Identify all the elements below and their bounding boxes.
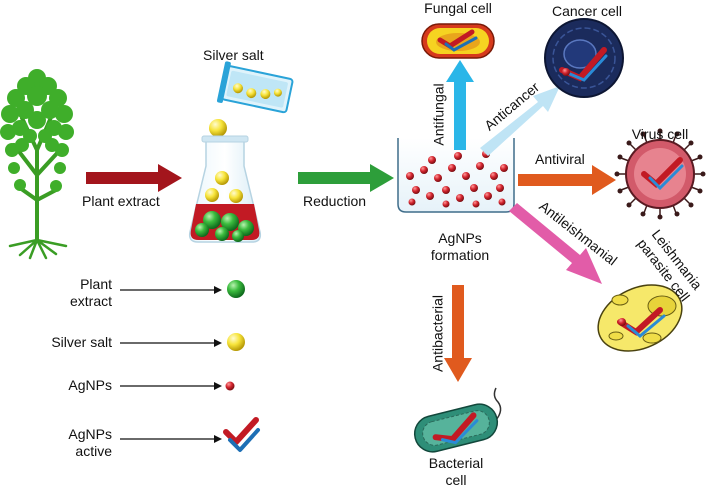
fungal-cell-label: Fungal cell	[424, 0, 492, 16]
legend-line: Silver salt	[51, 334, 112, 350]
cancer-cell-icon	[544, 18, 624, 98]
antibacterial-label: Antibacterial	[429, 294, 446, 373]
agnps-formation-label: AgNPs formation	[410, 230, 510, 264]
anticancer-arrow	[480, 86, 560, 156]
legend-line: AgNPs	[68, 426, 112, 442]
green-sphere-icon	[227, 280, 245, 298]
antiviral-arrow	[518, 165, 616, 195]
leishmania-cell-icon	[597, 284, 683, 352]
bacterial-cell-icon	[413, 387, 502, 453]
bacterial-cell-line1: Bacterial	[428, 455, 484, 471]
virus-cell-icon	[614, 128, 706, 220]
legend-label-silver-salt: Silver salt	[20, 334, 112, 351]
antileishmanial-arrow	[509, 203, 602, 284]
legend-line: AgNPs	[68, 377, 112, 393]
tree-icon	[0, 69, 74, 260]
check-mark-icon	[223, 417, 260, 452]
yellow-sphere-icon	[227, 333, 245, 351]
nanoparticle-cluster	[406, 150, 508, 208]
antiviral-label: Antiviral	[535, 151, 585, 167]
legend-arrow	[120, 435, 222, 443]
legend-arrow	[120, 339, 222, 347]
antifungal-arrow	[446, 60, 474, 150]
legend-line: extract	[69, 293, 112, 309]
legend-line: Plant	[80, 276, 112, 292]
agnps-formation-line1: AgNPs	[438, 230, 482, 246]
legend-arrow	[120, 286, 222, 294]
legend-label-plant-extract: Plant extract	[30, 276, 112, 310]
bacterial-cell-label: Bacterial cell	[406, 455, 506, 488]
fungal-cell-icon	[421, 23, 495, 59]
virus-cell-label: Virus cell	[631, 126, 689, 142]
red-dot-icon	[225, 381, 235, 391]
silver-salt-dish-icon	[217, 61, 294, 114]
flask-icon	[188, 119, 262, 243]
plant-extract-arrow	[86, 164, 182, 192]
cancer-cell-label: Cancer cell	[551, 3, 623, 19]
antibacterial-arrow	[444, 285, 472, 382]
legend-arrow	[120, 382, 222, 390]
bacterial-cell-line2: cell	[445, 472, 467, 488]
legend-line: active	[75, 443, 112, 459]
silver-salt-label: Silver salt	[203, 47, 264, 63]
agnps-formation-line2: formation	[430, 247, 490, 263]
antifungal-label: Antifungal	[430, 83, 447, 146]
plant-extract-arrow-label: Plant extract	[82, 193, 160, 209]
legend	[120, 280, 260, 452]
reduction-label: Reduction	[303, 193, 367, 209]
legend-label-agnps-active: AgNPs active	[20, 426, 112, 460]
legend-label-agnps: AgNPs	[20, 377, 112, 394]
beaker-icon	[397, 138, 515, 213]
reduction-arrow	[298, 164, 394, 192]
